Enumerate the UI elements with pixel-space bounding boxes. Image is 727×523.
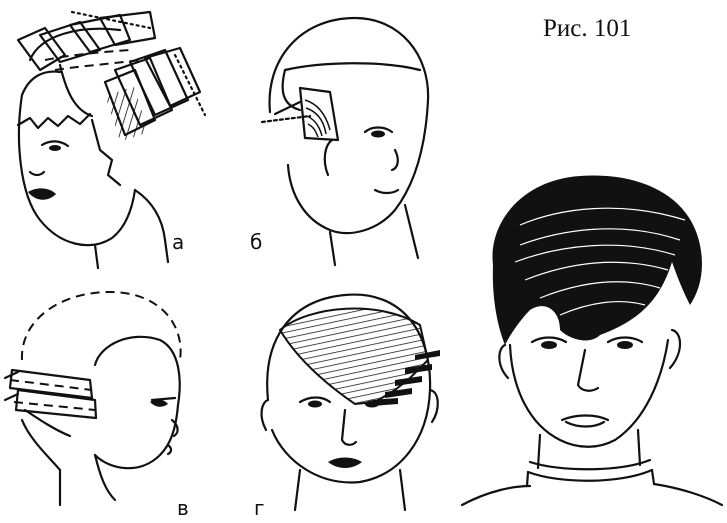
- panel-v-drawing: [5, 292, 181, 505]
- panel-a-label: а: [172, 230, 184, 254]
- panel-g-label: г: [254, 496, 265, 520]
- panel-b-drawing: [262, 18, 428, 265]
- finished-haircut-portrait: [462, 176, 722, 505]
- figure-caption: Рис. 101: [543, 15, 631, 42]
- panel-v-label: в: [177, 496, 189, 520]
- panel-g-drawing: [262, 295, 440, 510]
- panel-b-label: б: [250, 230, 262, 254]
